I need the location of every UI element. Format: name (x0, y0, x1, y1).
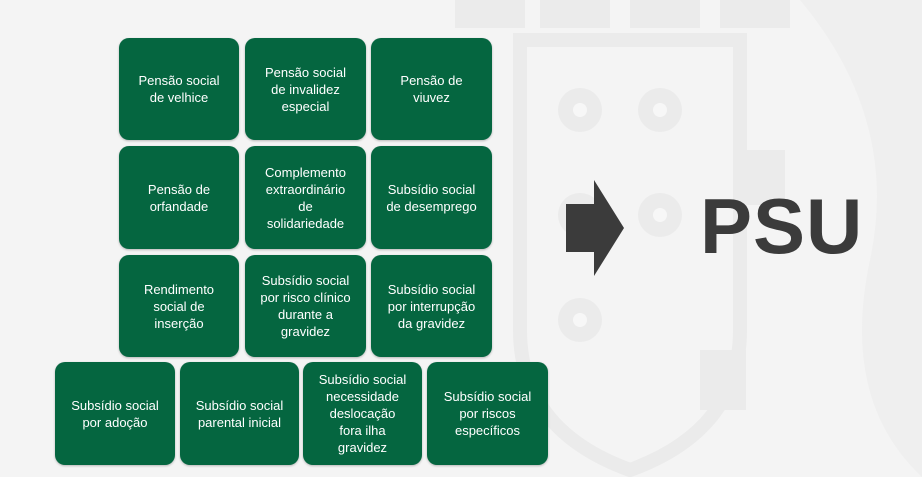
psu-title: PSU (700, 182, 864, 270)
tile-pensao-viuvez: Pensão de viuvez (371, 38, 492, 140)
tile-pensao-social-invalidez-especial: Pensão social de invalidez especial (245, 38, 366, 140)
tile-subsidio-deslocacao-fora-ilha: Subsídio social necessidade deslocação f… (303, 362, 422, 465)
tile-subsidio-social-parental-inicial: Subsídio social parental inicial (180, 362, 299, 465)
right-arrow-icon (566, 180, 624, 276)
tile-subsidio-risco-clinico-gravidez: Subsídio social por risco clínico durant… (245, 255, 366, 357)
tile-subsidio-social-desemprego: Subsídio social de desemprego (371, 146, 492, 249)
tile-subsidio-social-adocao: Subsídio social por adoção (55, 362, 175, 465)
tile-complemento-extraordinario-solidariedade: Complemento extraordinário de solidaried… (245, 146, 366, 249)
tile-subsidio-riscos-especificos: Subsídio social por riscos específicos (427, 362, 548, 465)
tile-rendimento-social-insercao: Rendimento social de inserção (119, 255, 239, 357)
tile-pensao-social-velhice: Pensão social de velhice (119, 38, 239, 140)
tile-subsidio-interrupcao-gravidez: Subsídio social por interrupção da gravi… (371, 255, 492, 357)
tile-pensao-orfandade: Pensão de orfandade (119, 146, 239, 249)
